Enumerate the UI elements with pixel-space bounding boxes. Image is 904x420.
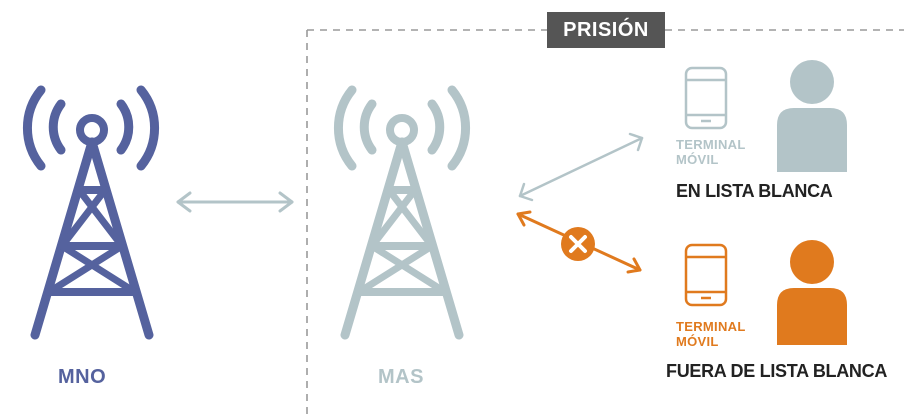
- mno-label: MNO: [58, 366, 107, 388]
- device-label-line1: TERMINAL: [676, 319, 746, 334]
- device-label-line2: MÓVIL: [676, 152, 719, 167]
- prison-label: PRISIÓN: [563, 18, 649, 41]
- not-whitelisted-device-label: TERMINAL MÓVIL: [676, 319, 746, 349]
- allowed-link-arrow: [518, 132, 644, 202]
- prison-boundary: [306, 29, 904, 420]
- mno-tower-icon: [23, 85, 159, 340]
- device-label-line1: TERMINAL: [676, 137, 746, 152]
- prison-badge-bg: [547, 12, 665, 48]
- mas-label: MAS: [378, 366, 424, 388]
- device-label-line2: MÓVIL: [676, 334, 719, 349]
- whitelisted-device-label: TERMINAL MÓVIL: [676, 137, 746, 167]
- whitelisted-status: EN LISTA BLANCA: [676, 181, 833, 201]
- smartphone-icon: [684, 66, 728, 130]
- not-whitelisted-status: FUERA DE LISTA BLANCA: [666, 361, 888, 381]
- mno-mas-link-arrow: [176, 191, 294, 213]
- mas-tower-icon: [334, 85, 470, 340]
- smartphone-icon: [684, 243, 728, 307]
- person-icon: [777, 240, 847, 345]
- close-icon: [561, 227, 595, 261]
- person-icon: [777, 60, 847, 172]
